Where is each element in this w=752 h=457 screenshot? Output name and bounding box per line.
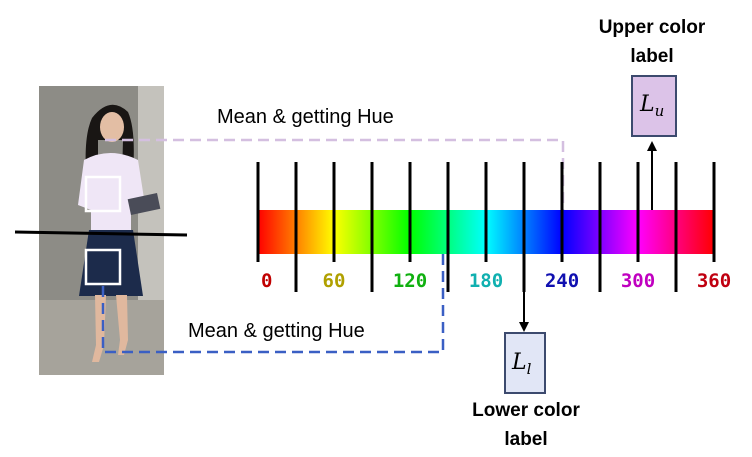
- upper-color-title-line2: label: [630, 46, 673, 67]
- hue-tick-label: 180: [469, 270, 503, 292]
- photo-right-leg: [116, 295, 128, 355]
- hue-tick-labels: 0 60 120 180 240 300 360: [261, 270, 731, 292]
- photo-face: [100, 112, 124, 142]
- hue-tick-label: 120: [393, 270, 427, 292]
- upper-label-symbol: Lu: [639, 92, 664, 120]
- upper-color-label-box: Lu: [631, 75, 677, 137]
- upper-sample-box: [84, 175, 122, 213]
- lower-mean-label: Mean & getting Hue: [188, 320, 365, 342]
- lower-label-symbol: Ll: [511, 350, 532, 378]
- upper-label-subscript: u: [655, 102, 665, 120]
- person-photo: [39, 86, 164, 375]
- lower-label-rect: [504, 332, 546, 394]
- photo-skirt: [79, 230, 143, 296]
- upper-label-rect: [631, 75, 677, 137]
- hue-tick-label: 0: [261, 270, 272, 292]
- upper-mean-label: Mean & getting Hue: [217, 106, 394, 128]
- lower-label-subscript: l: [527, 360, 532, 378]
- lower-color-title-line1: Lower color: [472, 400, 580, 421]
- body-split-line: [14, 230, 188, 237]
- lower-color-title-line2: label: [504, 429, 547, 450]
- lower-color-label-box: Ll: [504, 332, 546, 394]
- hue-tick-label: 60: [323, 270, 346, 292]
- hue-tick-lines: [256, 162, 716, 292]
- hue-tick-label: 300: [621, 270, 655, 292]
- hue-tick-label: 360: [697, 270, 731, 292]
- photo-book: [127, 193, 161, 215]
- hue-tick-label: 240: [545, 270, 579, 292]
- upper-color-title-line1: Upper color: [599, 17, 706, 38]
- lower-sample-box: [84, 248, 122, 286]
